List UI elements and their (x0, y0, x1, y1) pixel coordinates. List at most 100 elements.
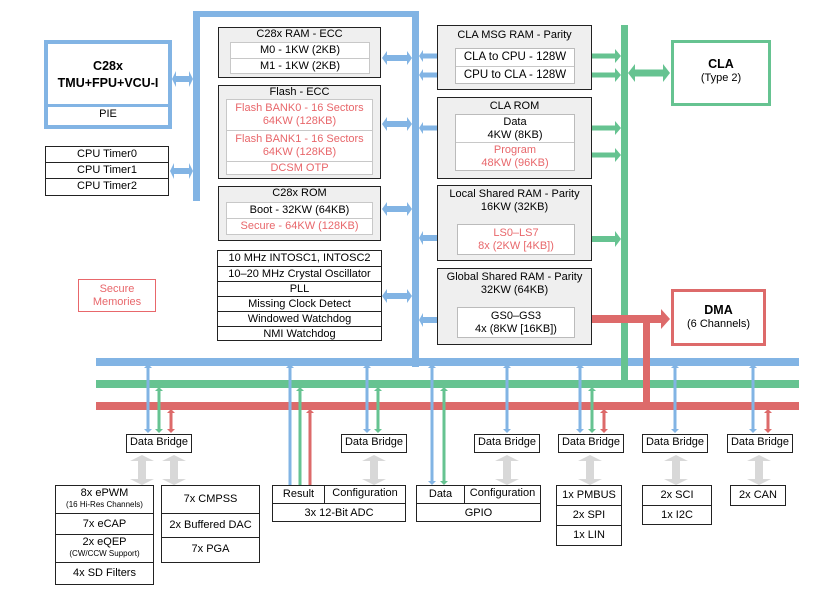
bridge-adc-blue-head-top (363, 364, 371, 368)
data-bridge-sci: Data Bridge (642, 434, 708, 453)
c28x-rom-title: C28x ROM (272, 187, 327, 199)
secure-rom: Secure - 64KW (128KB) (240, 220, 359, 232)
cla-peripheral-bus (96, 380, 799, 388)
cpu-timer2: CPU Timer2 (77, 180, 137, 192)
cpu-timers: CPU Timer0 CPU Timer1 CPU Timer2 (45, 146, 169, 196)
data-bridge-gpio: Data Bridge (474, 434, 540, 453)
c28x-cpu-block: C28x TMU+FPU+VCU-I PIE (44, 40, 172, 129)
c28x-bus-right (412, 11, 419, 367)
ls0-ls7: LS0–LS7 8x (2KW [4KB]) (457, 224, 575, 255)
bridge-can-blue-head-top (749, 364, 757, 368)
c28x-ram-title: C28x RAM - ECC (256, 28, 343, 40)
comm-peripherals-2: 2x SCI 1x I2C (642, 485, 712, 525)
dma-peripheral-bus (96, 402, 799, 410)
msg-cla-cpu-arrow-green (576, 49, 621, 63)
dcsm-otp: DCSM OTP (270, 162, 329, 174)
cpu-bus-arrow (172, 71, 193, 87)
boot-rom: Boot - 32KW (64KB) (227, 203, 372, 219)
cla-rom-program-label: Program (493, 144, 537, 156)
cla-rom-data-arrow-green (576, 121, 621, 135)
timer-bus-arrow (170, 163, 193, 179)
bridge-sci-blue (673, 367, 677, 430)
analog-peripherals: 7x CMPSS 2x Buffered DAC 7x PGA (161, 485, 260, 563)
m1-ram: M1 - 1KW (2KB) (259, 60, 341, 72)
pwm-peripherals: 8x ePWM (16 Hi-Res Channels) 7x eCAP 2x … (55, 485, 154, 585)
cla-vertical-bus (621, 25, 628, 387)
flash-bank0: Flash BANK0 - 16 Sectors 64KW (128KB) (227, 100, 372, 131)
flash-bank1-label: Flash BANK1 - 16 Sectors (235, 133, 364, 145)
spi: 2x SPI (557, 506, 621, 526)
bridge-pwm-blue-head-top (144, 364, 152, 368)
adc-result: Result (273, 486, 325, 503)
sci: 2x SCI (643, 486, 711, 506)
eqep: 2x eQEP (CW/CCW Support) (56, 535, 153, 563)
gs-ram-bank-size: 4x (8KW [16KB]) (475, 323, 557, 335)
clock-watchdog-block: 10 MHz INTOSC1, INTOSC2 10–20 MHz Crysta… (217, 250, 382, 341)
gs-ram-banks: GS0–GS3 (490, 310, 542, 322)
data-bridge-adc: Data Bridge (341, 434, 407, 453)
adc-configuration: Configuration (332, 487, 398, 499)
bridge-adc-green-head-top (374, 387, 382, 391)
crystal-oscillator: 10–20 MHz Crystal Oscillator (218, 267, 381, 282)
c28x-rom-arrow (382, 202, 412, 216)
cla-rom-data-label: Data (503, 116, 527, 128)
gpio-data-blue-head-top (428, 364, 436, 368)
bridge-to-gpio-config-arrow (495, 455, 519, 485)
cla-rom-program-size: 48KW (96KB) (481, 157, 549, 169)
bridge-pwm-red (169, 412, 173, 430)
global-shared-ram: Global Shared RAM - Parity 32KW (64KB) G… (437, 268, 592, 345)
bridge-comm-red (602, 412, 606, 430)
data-bridge-can: Data Bridge (727, 434, 793, 453)
c28x-peripheral-bus (96, 358, 799, 366)
gpio-name: GPIO (464, 507, 493, 519)
msg-cpu-cla-arrow-green (576, 68, 621, 82)
eqep-label: 2x eQEP (82, 536, 127, 548)
can: 2x CAN (739, 489, 777, 501)
data-bridge-comm: Data Bridge (558, 434, 624, 453)
c28x-ram-ecc: C28x RAM - ECC M0 - 1KW (2KB) M1 - 1KW (… (218, 27, 381, 78)
data-bridge-pwm: Data Bridge (126, 434, 192, 453)
bridge-comm-green-head-top (588, 387, 596, 391)
c28x-bus-top (193, 11, 418, 17)
bridge-pwm-blue (146, 367, 150, 430)
can-peripheral: 2x CAN (730, 485, 786, 506)
dma-title: DMA (704, 303, 733, 317)
bridge-adc-green (376, 390, 380, 430)
comm-peripherals-1: 1x PMBUS 2x SPI 1x LIN (556, 485, 622, 546)
bridge-gpio-blue-head-top (503, 364, 511, 368)
bridge-adc-green-head-bottom (374, 429, 382, 433)
flash-ecc: Flash - ECC Flash BANK0 - 16 Sectors 64K… (218, 85, 381, 179)
bridge-to-pwm-arrow (130, 455, 154, 485)
buffered-dac: 2x Buffered DAC (162, 514, 259, 538)
gs-dma-arrow (575, 309, 670, 329)
gs-ram-size: 32KW (64KB) (480, 284, 549, 296)
m0-ram: M0 - 1KW (2KB) (231, 43, 369, 59)
cla-rom-data-size: 4KW (8KB) (487, 129, 543, 141)
flash-bank1-size: 64KW (128KB) (262, 146, 337, 158)
c28x-ram-arrow (382, 51, 412, 65)
gs0-gs3: GS0–GS3 4x (8KW [16KB]) (457, 307, 575, 338)
pll: PLL (218, 282, 381, 297)
ls-ram-title-line1: Local Shared RAM - Parity (449, 188, 580, 200)
adc-result-blue (288, 367, 292, 485)
bridge-adc-blue (365, 367, 369, 430)
pie-label: PIE (48, 104, 168, 125)
gpio-data: Data (417, 486, 465, 503)
ls-ram-arrow-green (575, 231, 621, 247)
bridge-comm-blue-head-top (576, 364, 584, 368)
pmbus: 1x PMBUS (557, 486, 621, 506)
cla-rom-data-arrow-blue (419, 122, 454, 134)
cla-rom: CLA ROM Data 4KW (8KB) Program 48KW (96K… (437, 97, 592, 179)
local-shared-ram: Local Shared RAM - Parity 16KW (32KB) LS… (437, 185, 592, 261)
adc-result-green (298, 390, 302, 485)
cla-to-cpu: CLA to CPU - 128W (456, 49, 574, 67)
ls-ram-bank-size: 8x (2KW [4KB]) (478, 240, 554, 252)
bridge-comm-blue (578, 367, 582, 430)
ecap: 7x eCAP (56, 514, 153, 535)
cpu-subtitle: TMU+FPU+VCU-I (57, 76, 159, 90)
bridge-comm-red-head-top (600, 409, 608, 413)
bridge-pwm-green-head-bottom (155, 429, 163, 433)
bridge-can-red-head-bottom (764, 429, 772, 433)
dma-subtitle: (6 Channels) (687, 318, 750, 330)
cpu-to-cla: CPU to CLA - 128W (463, 69, 567, 81)
